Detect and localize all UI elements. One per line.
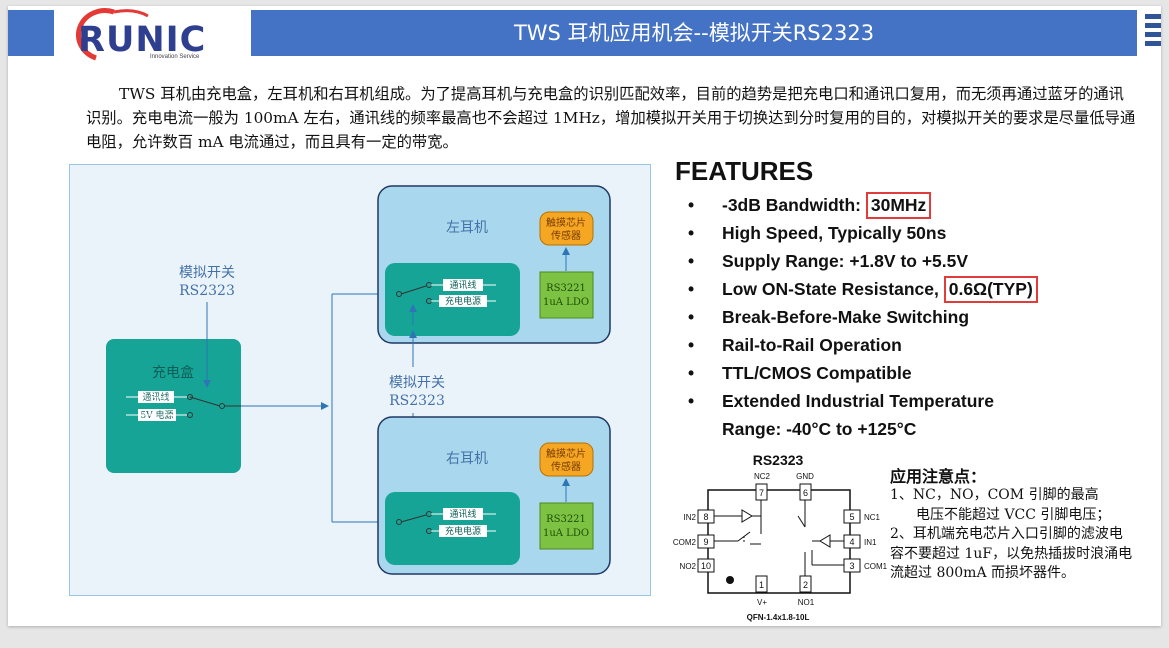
- svg-text:COM2: COM2: [673, 538, 697, 547]
- note-1b: 电压不能超过 VCC 引脚电压；: [916, 506, 1111, 523]
- svg-text:NO2: NO2: [680, 562, 697, 571]
- header-bar: [251, 10, 1137, 56]
- bullet-icon: •: [688, 251, 695, 271]
- right-ear-label: 右耳机: [446, 451, 488, 467]
- right-touch-chip-l2: 传感器: [551, 460, 581, 473]
- header-right-stripes: [1145, 14, 1161, 56]
- bullet-icon: •: [688, 195, 695, 215]
- svg-text:10: 10: [701, 561, 711, 571]
- page-title: TWS 耳机应用机会--模拟开关RS2323: [513, 21, 875, 45]
- svg-text:GND: GND: [796, 472, 814, 481]
- svg-text:1: 1: [759, 580, 764, 590]
- right-ldo: [539, 502, 594, 550]
- switch-label-1: 模拟开关: [179, 265, 235, 281]
- package-name: RS2323: [753, 452, 804, 468]
- feature-item: •TTL/CMOS Compatible: [688, 363, 912, 383]
- note-2: 2、耳机端充电芯片入口引脚的滤波电容不要超过 1uF，以免热插拔时浪涌电流超过 …: [890, 526, 1133, 581]
- highlight-resistance: 0.6Ω(TYP): [943, 276, 1038, 303]
- svg-text:V+: V+: [757, 598, 767, 607]
- features-title: FEATURES: [675, 156, 814, 186]
- bullet-icon: •: [688, 307, 695, 327]
- bullet-icon: •: [688, 363, 695, 383]
- left-power-tag: [439, 295, 487, 307]
- feature-item: •High Speed, Typically 50ns: [688, 223, 947, 243]
- svg-text:4: 4: [849, 537, 854, 547]
- feature-item: •Rail-to-Rail Operation: [688, 335, 902, 355]
- right-ldo-l1: RS3221: [546, 514, 586, 525]
- switch-part-1: RS2323: [179, 283, 235, 299]
- svg-text:NC1: NC1: [864, 513, 881, 522]
- highlight-bandwidth: 30MHz: [865, 192, 932, 219]
- logo-tagline: Innovation Service: [150, 54, 200, 60]
- bullet-icon: •: [688, 391, 695, 411]
- feature-item: •-3dB Bandwidth: 30MHz: [688, 192, 1038, 222]
- svg-text:IN1: IN1: [864, 538, 877, 547]
- left-ear-label: 左耳机: [446, 220, 488, 236]
- note-1a: 1、NC，NO，COM 引脚的最高: [890, 487, 1099, 503]
- left-comm-tag: [443, 279, 483, 291]
- right-power-label: 充电电源: [445, 525, 481, 537]
- switch-part-2: RS2323: [389, 393, 445, 409]
- charge-box: [106, 339, 241, 473]
- svg-text:NO1: NO1: [798, 598, 815, 607]
- left-ldo-l2: 1uA LDO: [543, 297, 589, 308]
- pinout-svg: RS2323 NC2 GND 7 6 8 IN2 9 COM2 10 NO2 5…: [673, 452, 888, 622]
- svg-text:5: 5: [849, 512, 854, 522]
- right-touch-chip: [539, 442, 594, 477]
- logo-text: RUNIC: [78, 20, 207, 60]
- switch-label-2: 模拟开关: [389, 375, 445, 391]
- feature-item: •Break-Before-Make Switching: [688, 307, 970, 327]
- feature-item: •Supply Range: +1.8V to +5.5V: [688, 251, 969, 271]
- feature-item: •Low ON-State Resistance, 0.6Ω(TYP): [688, 276, 1038, 306]
- left-power-label: 充电电源: [445, 295, 481, 307]
- bullet-icon: •: [688, 223, 695, 243]
- svg-text:8: 8: [703, 512, 708, 522]
- right-comm-tag: [443, 508, 483, 520]
- feature-item-continuation: Range: -40°C to +125°C: [722, 419, 917, 439]
- left-ldo: [539, 271, 594, 319]
- left-touch-chip: [539, 211, 594, 246]
- svg-text:7: 7: [759, 488, 764, 498]
- svg-text:6: 6: [803, 488, 808, 498]
- package-pinout: RS2323 NC2 GND 7 6 8 IN2 9 COM2 10 NO2 5…: [673, 452, 895, 622]
- bullet-icon: •: [688, 335, 695, 355]
- charge-box-label: 充电盒: [152, 364, 194, 381]
- left-ldo-l1: RS3221: [546, 283, 586, 294]
- package-footprint: QFN-1.4x1.8-10L: [747, 613, 810, 622]
- logo-swoosh-icon: [76, 8, 149, 61]
- svg-text:NC2: NC2: [754, 472, 771, 481]
- notes-body: 1、NC，NO，COM 引脚的最高 电压不能超过 VCC 引脚电压； 2、耳机端…: [890, 486, 1135, 584]
- features-list: •-3dB Bandwidth: 30MHz •High Speed, Typi…: [688, 192, 1038, 444]
- right-comm-label: 通讯线: [449, 508, 476, 520]
- left-touch-chip-l1: 触摸芯片: [546, 216, 586, 229]
- svg-text:2: 2: [803, 580, 808, 590]
- application-diagram: 充电盒 通讯线 5V 电源 模拟开关 RS2323 左耳机: [69, 164, 651, 596]
- bullet-icon: •: [688, 279, 695, 299]
- pin1-marker-icon: [726, 576, 734, 584]
- svg-text:9: 9: [703, 537, 708, 547]
- right-power-tag: [439, 525, 487, 537]
- notes-title: 应用注意点：: [890, 467, 987, 486]
- feature-item: •Extended Industrial Temperature: [688, 391, 994, 411]
- svg-text:IN2: IN2: [684, 513, 697, 522]
- header-left-block: [8, 10, 54, 56]
- left-touch-chip-l2: 传感器: [551, 229, 581, 242]
- intro-paragraph: TWS 耳机由充电盒，左耳机和右耳机组成。为了提高耳机与充电盒的识别匹配效率，目…: [86, 85, 1136, 151]
- svg-text:3: 3: [849, 561, 854, 571]
- diagram-svg: 充电盒 通讯线 5V 电源 模拟开关 RS2323 左耳机: [106, 185, 611, 575]
- left-comm-label: 通讯线: [449, 279, 476, 291]
- runic-logo: RUNIC Innovation Service: [74, 6, 234, 64]
- right-ldo-l2: 1uA LDO: [543, 528, 589, 539]
- right-touch-chip-l1: 触摸芯片: [546, 447, 586, 460]
- slide: RUNIC Innovation Service TWS 耳机应用机会--模拟开…: [8, 6, 1161, 626]
- svg-text:COM1: COM1: [864, 562, 888, 571]
